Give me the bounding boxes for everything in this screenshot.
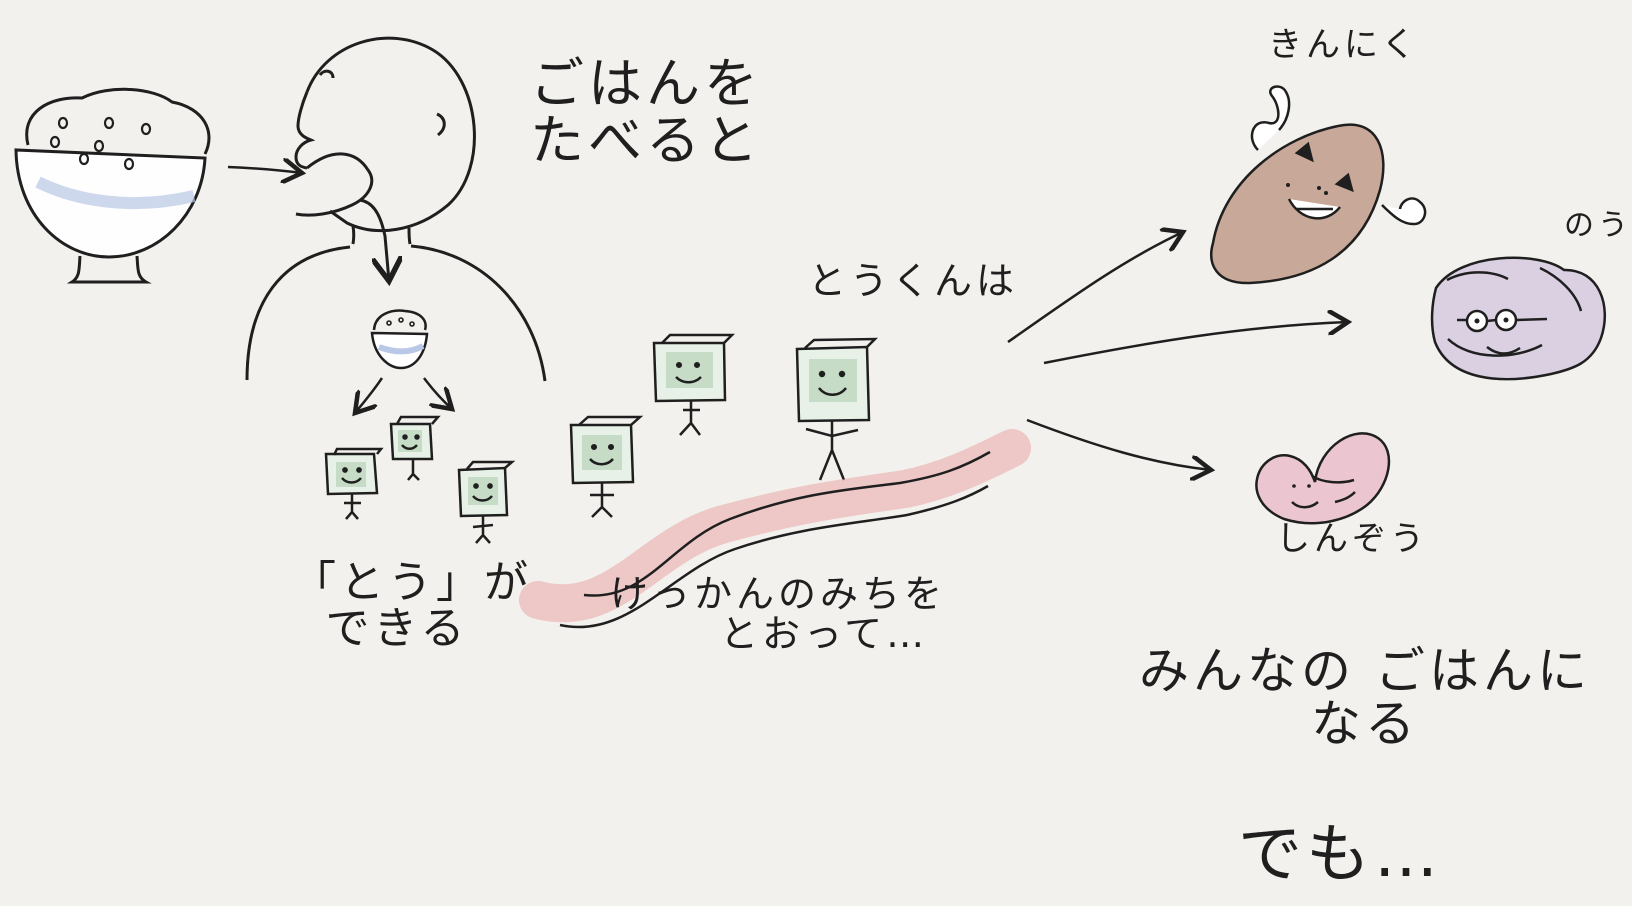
muscle-character-icon (1210, 85, 1427, 285)
label-through-blood-line-1: けっかんのみちを (610, 572, 947, 616)
label-eat-rice-line-2: たべると (530, 108, 762, 172)
label-sugar-made-line-1: 「とう」が (292, 557, 532, 608)
blood-vessel-icon (519, 429, 1031, 629)
sugar-cube-character-icon (457, 460, 516, 544)
arrow-icon (423, 377, 452, 409)
label-sugar-made-line-2: できる (325, 603, 469, 655)
label-muscle: きんにく (1268, 25, 1420, 65)
arrow-icon (1043, 322, 1348, 365)
heart-character-icon (1255, 432, 1391, 525)
arrow-icon (1007, 232, 1183, 344)
label-but: でも… (1238, 818, 1442, 892)
label-become-food-line-2: なる (1311, 694, 1419, 753)
arrow-icon (1026, 418, 1211, 470)
label-eat-rice: ごはんを たべると (530, 52, 762, 172)
small-rice-bowl-icon (370, 309, 429, 370)
label-through-blood: けっかんのみちを とおって… (610, 572, 947, 656)
sugar-cube-character-icon (652, 333, 736, 436)
label-brain: のう (1564, 208, 1632, 243)
label-sugar-kun: とうくんは (808, 259, 1019, 303)
sugar-cube-character-icon (795, 337, 879, 481)
arrow-icon (227, 167, 302, 173)
label-through-blood-line-2: とおって… (720, 611, 929, 656)
label-become-food: みんなの ごはんに なる (1100, 645, 1630, 750)
label-eat-rice-line-1: ごはんを (530, 52, 762, 115)
rice-bowl-icon (14, 87, 211, 284)
brain-character-icon (1430, 256, 1606, 381)
label-become-food-line-1: みんなの ごはんに (1139, 642, 1591, 700)
person-eating-icon (245, 36, 547, 382)
sugar-cube-character-icon (569, 415, 644, 518)
sugar-cube-character-icon (389, 415, 441, 481)
label-heart: しんぞう (1276, 519, 1428, 559)
arrow-icon (355, 377, 384, 413)
label-sugar-made: 「とう」が できる (292, 557, 532, 655)
sugar-cube-character-icon (324, 447, 384, 520)
